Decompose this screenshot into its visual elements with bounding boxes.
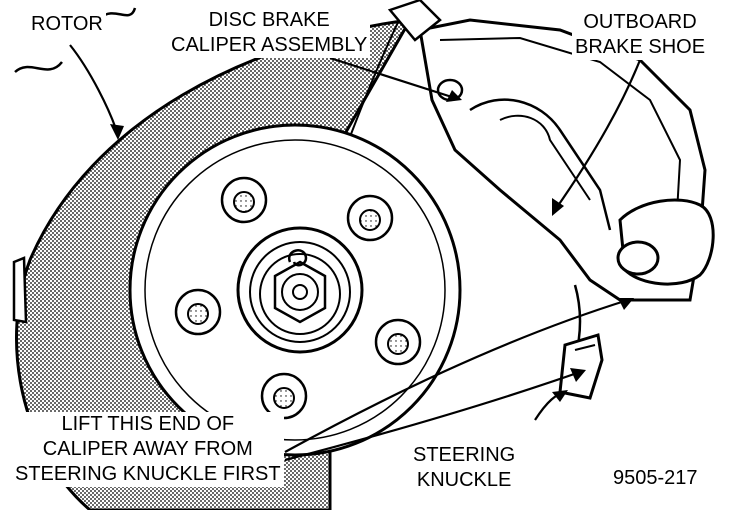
arrowheads bbox=[110, 90, 634, 402]
caliper-assembly-label: DISC BRAKE CALIPER ASSEMBLY bbox=[168, 8, 371, 58]
lug-studs bbox=[174, 176, 422, 420]
rotor-label: ROTOR bbox=[28, 12, 106, 37]
steering-knuckle-label: STEERING KNUCKLE bbox=[410, 443, 519, 493]
leader-lines bbox=[69, 44, 642, 462]
outboard-brake-shoe-label: OUTBOARD BRAKE SHOE bbox=[572, 10, 709, 60]
lift-instruction-label: LIFT THIS END OF CALIPER AWAY FROM STEER… bbox=[12, 412, 284, 487]
steering-knuckle bbox=[558, 284, 604, 400]
figure-number: 9505-217 bbox=[610, 466, 701, 491]
caliper-assembly bbox=[387, 0, 715, 302]
hub bbox=[128, 123, 462, 457]
